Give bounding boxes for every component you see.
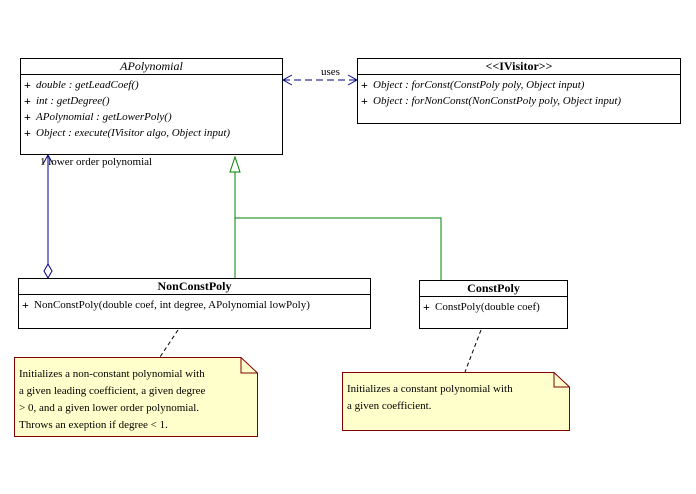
aggregation-diamond	[43, 262, 53, 280]
note-line: Initializes a non-constant polynomial wi…	[19, 368, 205, 380]
ivisitor-interface[interactable]: <<IVisitor>> +Object : forConst(ConstPol…	[357, 58, 681, 124]
apolynomial-op: +APolynomial : getLowerPoly()	[24, 110, 172, 124]
apolynomial-class[interactable]: APolynomial +double : getLeadCoef() +int…	[20, 58, 283, 155]
nonconstpoly-note-text: Initializes a non-constant polynomial wi…	[19, 366, 205, 434]
public-marker: +	[24, 78, 31, 92]
nonconstpoly-op: +NonConstPoly(double coef, int degree, A…	[22, 298, 310, 312]
public-marker: +	[423, 300, 430, 314]
public-marker: +	[361, 94, 368, 108]
apolynomial-class-name: APolynomial	[21, 59, 282, 75]
note-line: > 0, and a given lower order polynomial.	[19, 402, 200, 414]
constpoly-class[interactable]: ConstPoly +ConstPoly(double coef)	[419, 280, 568, 329]
inheritance-line-nonconstpoly	[234, 217, 442, 280]
public-marker: +	[361, 78, 368, 92]
apolynomial-op: +Object : execute(IVisitor algo, Object …	[24, 126, 231, 140]
aggregation-label: 1 lower order polynomial	[40, 156, 153, 168]
note-shape	[342, 372, 570, 431]
constpoly-class-name: ConstPoly	[420, 281, 567, 297]
uses-arrowhead-left	[281, 74, 293, 86]
ivisitor-op: +Object : forNonConst(NonConstPoly poly,…	[361, 94, 622, 108]
public-marker: +	[24, 110, 31, 124]
note-line: a given leading coefficient, a given deg…	[19, 385, 206, 397]
note-line: a given coefficient.	[347, 400, 432, 412]
nonconstpoly-note[interactable]: Initializes a non-constant polynomial wi…	[14, 357, 258, 437]
constpoly-note-text: Initializes a constant polynomial with a…	[347, 381, 513, 415]
constpoly-note[interactable]: Initializes a constant polynomial with a…	[342, 372, 570, 431]
ivisitor-operations: +Object : forConst(ConstPoly poly, Objec…	[358, 75, 680, 109]
nonconstpoly-class-name: NonConstPoly	[19, 279, 370, 295]
ivisitor-op: +Object : forConst(ConstPoly poly, Objec…	[361, 78, 585, 92]
ivisitor-interface-name: <<IVisitor>>	[358, 59, 680, 75]
note-shape	[14, 357, 258, 437]
public-marker: +	[22, 298, 29, 312]
uses-label: uses	[321, 66, 340, 78]
note-anchor-nonconst	[159, 329, 179, 358]
nonconstpoly-class[interactable]: NonConstPoly +NonConstPoly(double coef, …	[18, 278, 371, 329]
note-anchor-const	[464, 329, 482, 373]
apolynomial-operations: +double : getLeadCoef() +int : getDegree…	[21, 75, 282, 141]
public-marker: +	[24, 94, 31, 108]
aggregation-arrowhead	[42, 153, 54, 165]
note-line: Initializes a constant polynomial with	[347, 383, 513, 395]
nonconstpoly-operations: +NonConstPoly(double coef, int degree, A…	[19, 295, 370, 313]
public-marker: +	[24, 126, 31, 140]
inheritance-arrowhead	[229, 155, 241, 173]
apolynomial-op: +int : getDegree()	[24, 94, 110, 108]
apolynomial-op: +double : getLeadCoef()	[24, 78, 139, 92]
constpoly-op: +ConstPoly(double coef)	[423, 300, 540, 314]
note-line: Throws an exeption if degree < 1.	[19, 419, 168, 431]
constpoly-operations: +ConstPoly(double coef)	[420, 297, 567, 315]
